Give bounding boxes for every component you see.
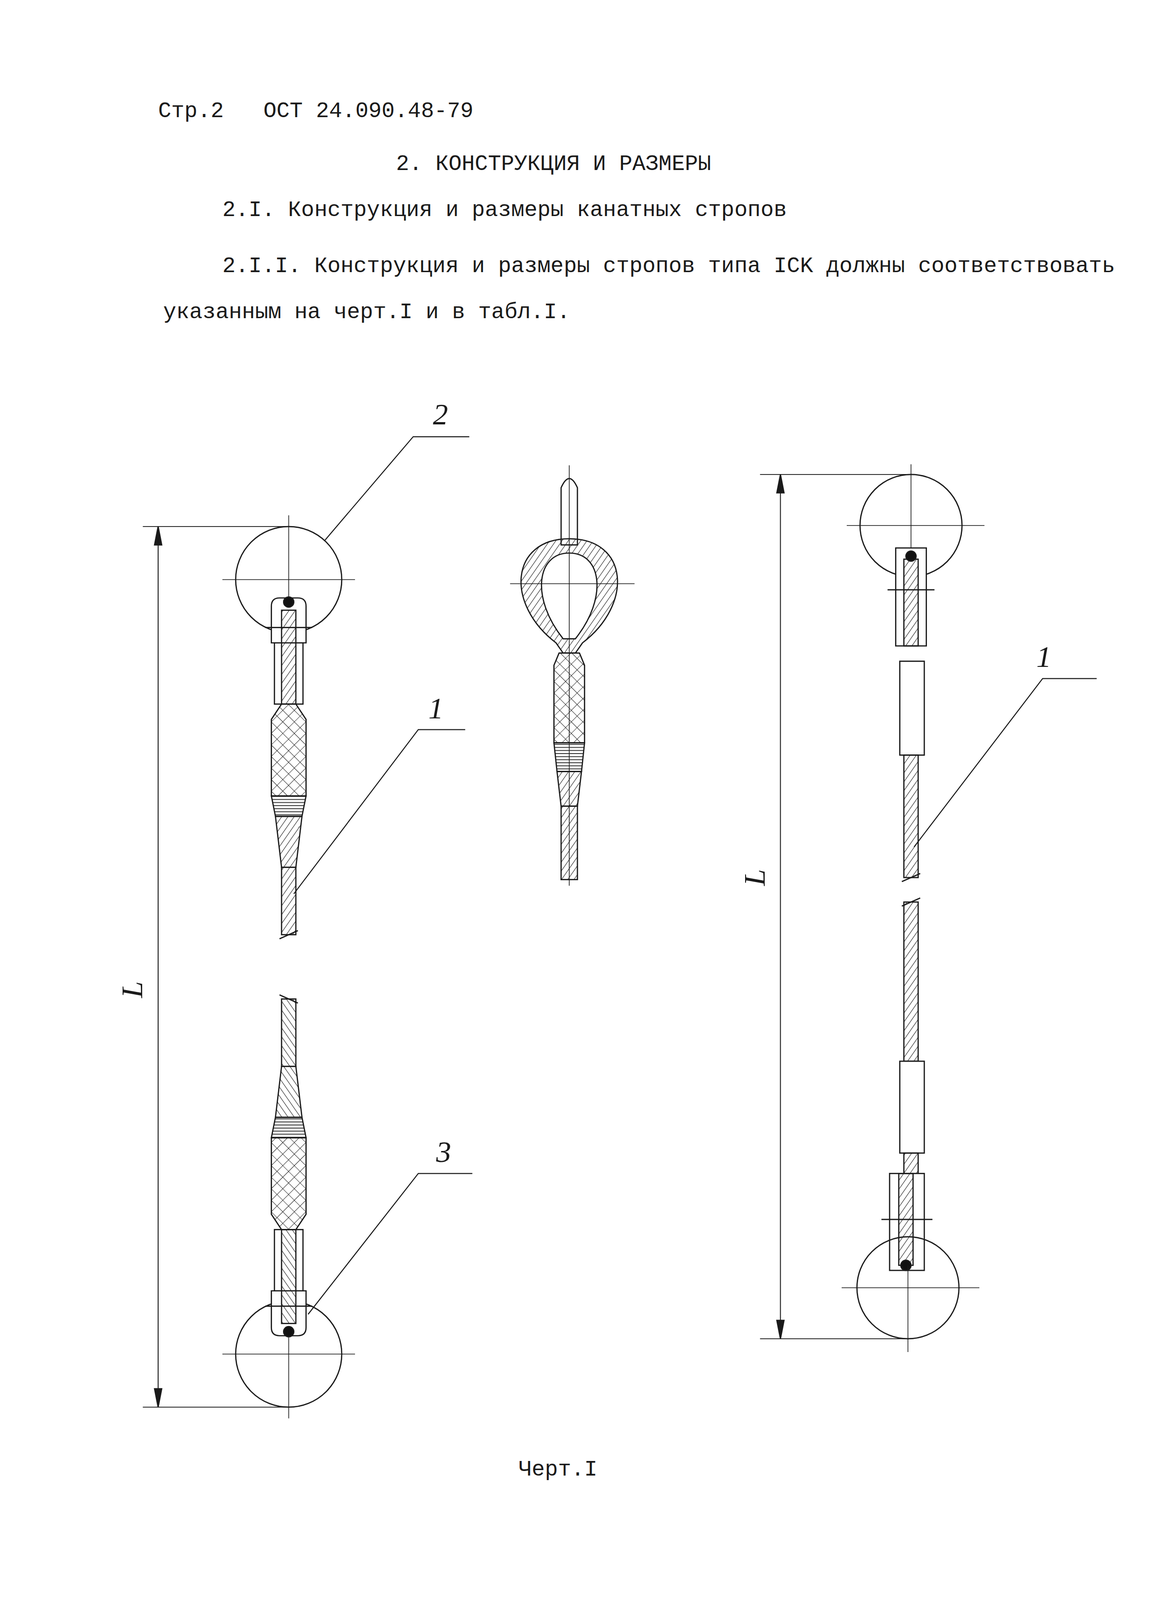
drawing-line xyxy=(308,1173,473,1314)
standard-code: ОСТ 24.090.48-79 xyxy=(263,100,474,123)
drawing-line xyxy=(881,1218,933,1220)
drawing-line xyxy=(887,589,935,591)
drawing-line xyxy=(271,795,306,817)
drawing-line xyxy=(910,464,912,551)
drawing-line xyxy=(275,816,302,868)
drawing-line xyxy=(275,1065,302,1117)
drawing-line xyxy=(271,704,306,796)
drawing-line xyxy=(889,1173,925,1271)
drawing-line xyxy=(281,1229,296,1323)
drawing-line xyxy=(283,596,294,608)
drawing-line xyxy=(271,1137,306,1230)
drawing-line xyxy=(554,653,585,743)
drawing-line xyxy=(901,873,921,882)
drawing-line xyxy=(279,930,298,939)
drawing-line xyxy=(265,626,313,628)
drawing-line xyxy=(157,526,159,1407)
sling-drawing xyxy=(142,436,1097,1418)
drawing-line xyxy=(265,1305,313,1307)
drawing-line xyxy=(903,901,918,1061)
drawing-line xyxy=(900,1260,911,1271)
subsection-heading: 2.I. Конструкция и размеры канатных стро… xyxy=(222,199,788,222)
drawing-line xyxy=(903,1152,918,1174)
drawing-line xyxy=(281,610,296,705)
figure-caption: Черт.I xyxy=(518,1458,598,1481)
drawing-line xyxy=(281,867,296,935)
drawing-line xyxy=(777,474,785,493)
right-sling xyxy=(760,464,1097,1353)
drawing-line xyxy=(780,474,782,1339)
drawing-line xyxy=(293,729,466,894)
drawing-line xyxy=(905,550,916,561)
drawing-line xyxy=(154,1388,162,1407)
drawing-line xyxy=(903,755,918,878)
drawing-line xyxy=(324,436,470,541)
drawing-line xyxy=(554,742,585,772)
callout-number: 2 xyxy=(431,399,450,430)
callout-number: 3 xyxy=(434,1136,453,1167)
drawing-line xyxy=(901,897,921,906)
drawing-line xyxy=(903,559,918,646)
callout-number: 1 xyxy=(426,693,446,724)
drawing-line xyxy=(899,661,925,756)
page-number: Стр.2 xyxy=(158,100,224,123)
drawing-line xyxy=(760,1337,909,1339)
drawing-line xyxy=(142,525,291,527)
drawing-line xyxy=(556,771,582,806)
drawing-line xyxy=(283,1326,294,1337)
dimension-label: L xyxy=(739,867,770,888)
drawing-line xyxy=(154,526,162,545)
drawing-line xyxy=(760,473,911,475)
eye-fitting xyxy=(222,994,356,1419)
drawing-line xyxy=(509,583,635,585)
paragraph: 2.I.I. Конструкция и размеры стропов тип… xyxy=(163,243,1121,336)
drawing-line xyxy=(560,805,578,880)
thimble-detail xyxy=(509,465,635,886)
drawing-line xyxy=(271,1116,306,1138)
left-sling xyxy=(142,436,473,1418)
drawing-line xyxy=(914,678,1097,847)
drawing-line xyxy=(281,998,296,1067)
drawing-line xyxy=(777,1320,785,1339)
section-heading: 2. КОНСТРУКЦИЯ И РАЗМЕРЫ xyxy=(396,153,711,175)
eye-fitting xyxy=(265,596,313,939)
dimension-label: L xyxy=(117,979,148,1000)
drawing-line xyxy=(899,1060,925,1153)
drawing-line xyxy=(841,1286,980,1288)
drawing-line xyxy=(142,1406,291,1408)
drawing-line xyxy=(279,994,298,1004)
drawing-line xyxy=(846,524,985,526)
callout-number: 1 xyxy=(1034,641,1054,672)
drawing-line xyxy=(895,547,927,646)
